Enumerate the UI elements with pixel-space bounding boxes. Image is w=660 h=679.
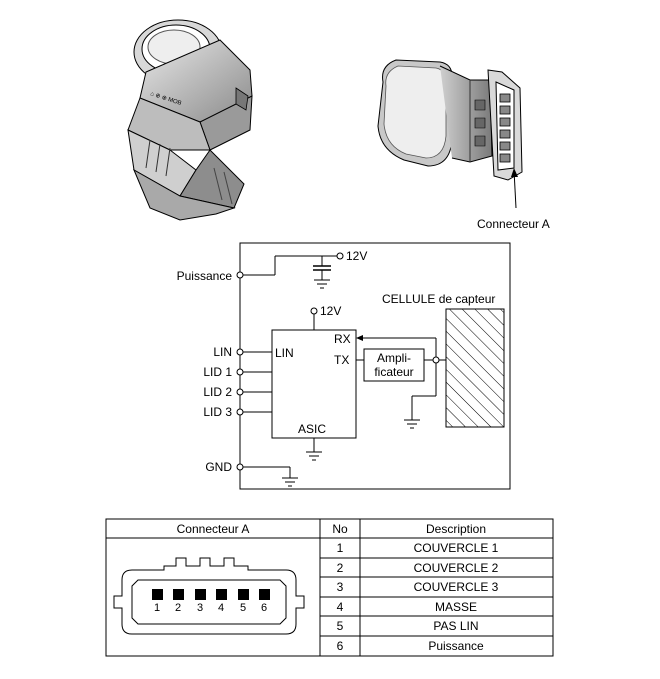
- table-header-description: Description: [426, 522, 486, 536]
- table-row-desc: Puissance: [428, 639, 484, 653]
- connector-a-label: Connecteur A: [477, 217, 550, 231]
- pin-label: 1: [154, 602, 160, 614]
- pin-label: 6: [261, 602, 267, 614]
- asic-supply: [310, 307, 318, 330]
- table-row-no: 5: [337, 619, 344, 633]
- table-row-no: 2: [337, 561, 344, 575]
- sensor-cell-block: [445, 308, 505, 428]
- table-row-desc: PAS LIN: [433, 619, 478, 633]
- sensor-front-illustration: ⌂ ⊕ ⊗ MOB: [127, 19, 253, 221]
- table-row-no: 6: [337, 639, 344, 653]
- asic-rx-label: RX: [334, 332, 351, 346]
- table-header-no: No: [332, 522, 348, 536]
- pin-label: 5: [240, 602, 246, 614]
- power-line: [236, 252, 344, 289]
- asic-lin-label: LIN: [275, 346, 294, 360]
- asic-name-label: ASIC: [298, 422, 326, 436]
- voltage-asic-label: 12V: [320, 304, 341, 318]
- asic-block: [271, 329, 357, 439]
- lid3-line: [236, 408, 272, 416]
- pin-label: 4: [218, 602, 224, 614]
- asic-ground: [306, 438, 322, 461]
- pin-label: 2: [175, 602, 181, 614]
- voltage-top-label: 12V: [346, 249, 367, 263]
- pin-label: 3: [197, 602, 203, 614]
- lid1-line: [236, 368, 272, 376]
- table-row-desc: COUVERCLE 1: [414, 541, 499, 555]
- table-row-no: 1: [337, 541, 344, 555]
- table-row-desc: COUVERCLE 3: [414, 580, 499, 594]
- lin-line: [236, 348, 272, 356]
- sensor-cell-label: CELLULE de capteur: [382, 292, 495, 306]
- table-row-no: 3: [337, 580, 344, 594]
- table-row-desc: MASSE: [435, 600, 477, 614]
- lid2-label: LID 2: [203, 385, 232, 399]
- gnd-label: GND: [205, 460, 232, 474]
- amp-line1: Ampli-: [377, 351, 411, 365]
- lid3-label: LID 3: [203, 405, 232, 419]
- gnd-line: [236, 463, 298, 487]
- table-row-desc: COUVERCLE 2: [414, 561, 499, 575]
- power-label: Puissance: [177, 269, 233, 283]
- lid1-label: LID 1: [203, 365, 232, 379]
- sensor-side-illustration: [377, 59, 523, 209]
- schematic-frame: [239, 242, 511, 490]
- lin-pin-label: LIN: [213, 345, 232, 359]
- tx-rx-wiring: [356, 335, 446, 429]
- asic-tx-label: TX: [334, 353, 349, 367]
- lid2-line: [236, 388, 272, 396]
- connector-a-drawing: [113, 557, 305, 635]
- table-row-no: 4: [337, 600, 344, 614]
- amplifier-block: [363, 348, 425, 382]
- table-header-connector: Connecteur A: [177, 522, 250, 536]
- amp-line2: ficateur: [374, 365, 413, 379]
